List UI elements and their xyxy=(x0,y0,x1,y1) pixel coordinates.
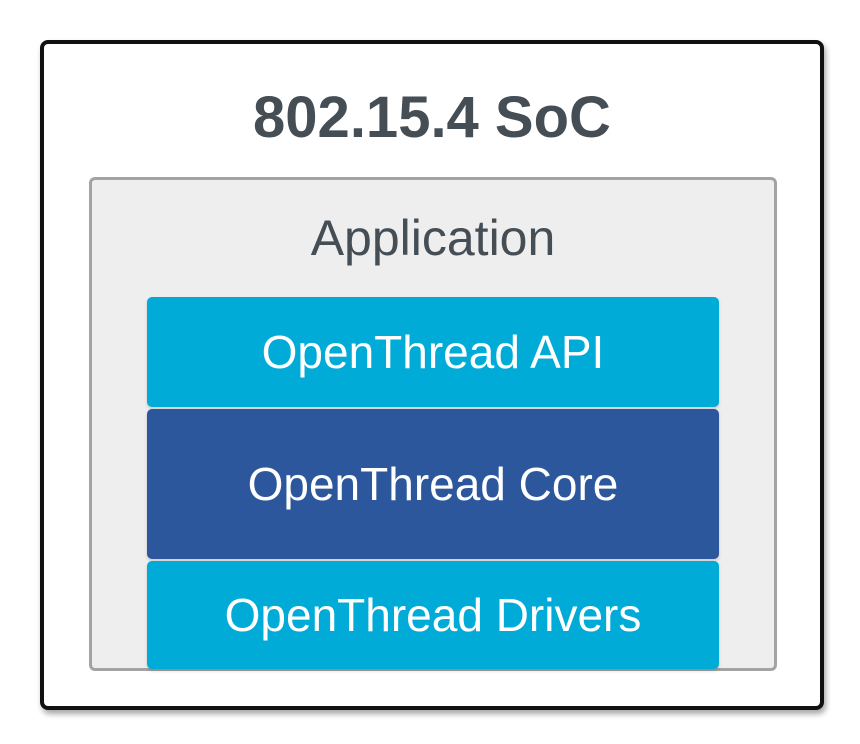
openthread-api-layer: OpenThread API xyxy=(147,297,719,407)
openthread-core-label: OpenThread Core xyxy=(247,458,619,510)
application-label: Application xyxy=(310,210,556,266)
openthread-api-label: OpenThread API xyxy=(261,326,605,378)
soc-title: 802.15.4 SoC xyxy=(253,85,611,150)
openthread-core-layer: OpenThread Core xyxy=(147,409,719,559)
openthread-drivers-label: OpenThread Drivers xyxy=(224,589,642,641)
openthread-drivers-layer: OpenThread Drivers xyxy=(147,561,719,669)
soc-container: 802.15.4 SoC Application OpenThread API … xyxy=(40,40,824,710)
application-container: Application OpenThread API OpenThread Co… xyxy=(89,177,777,671)
